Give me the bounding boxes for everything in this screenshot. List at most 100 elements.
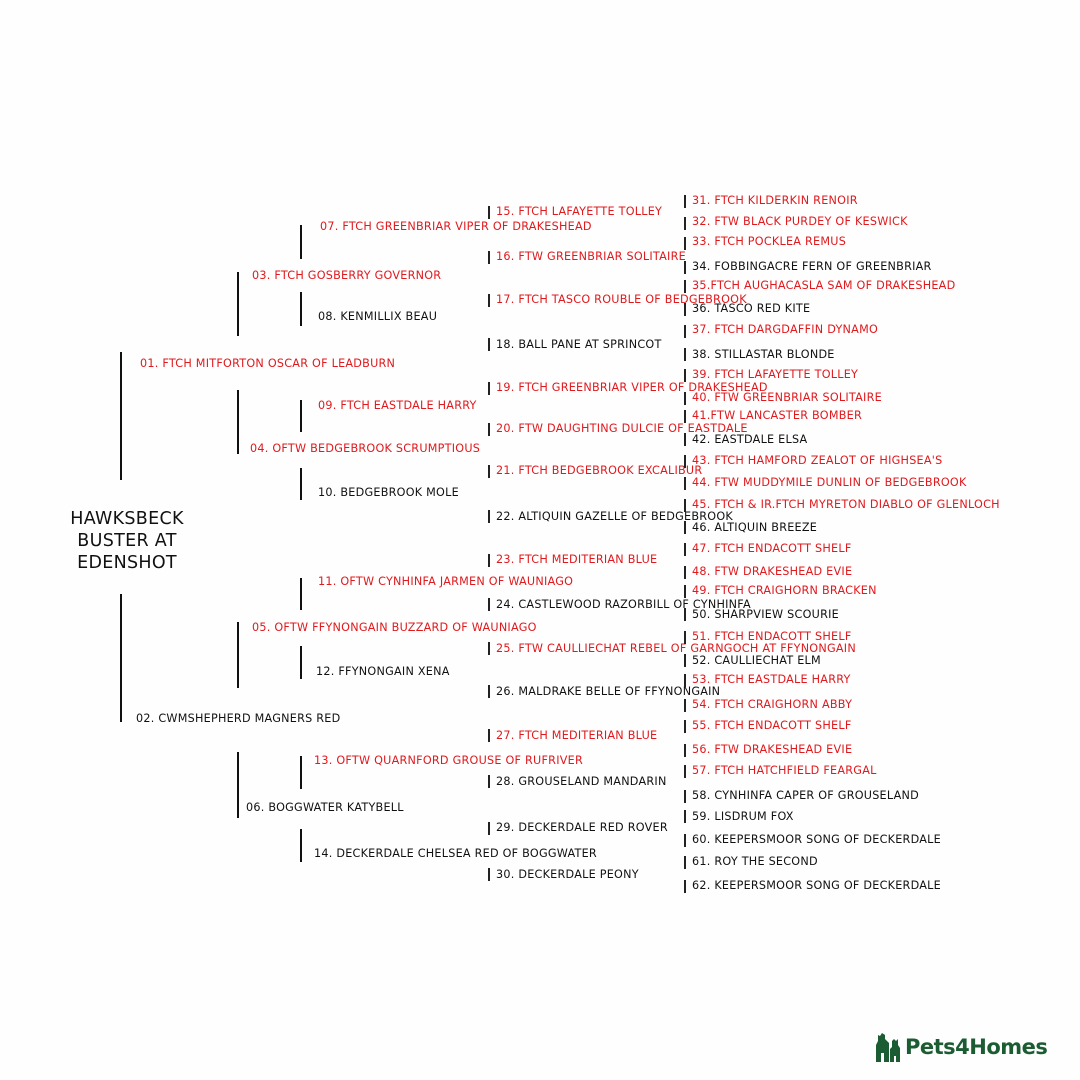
gen5-entry-37: 37. FTCH DARGDAFFIN DYNAMO bbox=[692, 323, 879, 336]
gen5-entry-39: 39. FTCH LAFAYETTE TOLLEY bbox=[692, 368, 859, 381]
bracket-line-g12 bbox=[300, 646, 302, 679]
gen5-entry-32: 32. FTW BLACK PURDEY OF KESWICK bbox=[692, 215, 908, 228]
tick-g28 bbox=[488, 775, 490, 788]
gen5-entry-40: 40. FTW GREENBRIAR SOLITAIRE bbox=[692, 391, 882, 404]
gen4-entry-26: 26. MALDRAKE BELLE OF FFYNONGAIN bbox=[496, 685, 721, 698]
gen5-entry-45: 45. FTCH & IR.FTCH MYRETON DIABLO OF GLE… bbox=[692, 498, 1000, 511]
tick-g47 bbox=[684, 543, 686, 556]
tick-g54 bbox=[684, 699, 686, 712]
tick-g36 bbox=[684, 303, 686, 316]
tick-g35 bbox=[684, 280, 686, 293]
bracket-line-dam bbox=[120, 594, 122, 722]
tick-g56 bbox=[684, 744, 686, 757]
gen5-entry-58: 58. CYNHINFA CAPER OF GROUSELAND bbox=[692, 789, 920, 802]
logo-text: Pets4Homes bbox=[905, 1035, 1048, 1059]
tick-g51 bbox=[684, 631, 686, 644]
bracket-line-g07 bbox=[300, 225, 302, 259]
gen4-entry-15: 15. FTCH LAFAYETTE TOLLEY bbox=[496, 205, 663, 218]
gen5-entry-55: 55. FTCH ENDACOTT SHELF bbox=[692, 719, 852, 732]
gen5-entry-59: 59. LISDRUM FOX bbox=[692, 810, 794, 823]
gen5-entry-48: 48. FTW DRAKESHEAD EVIE bbox=[692, 565, 853, 578]
bracket-line-g06 bbox=[237, 752, 239, 818]
tick-g40 bbox=[684, 392, 686, 405]
gen5-entry-31: 31. FTCH KILDERKIN RENOIR bbox=[692, 194, 858, 207]
tick-g42 bbox=[684, 433, 686, 446]
tick-g55 bbox=[684, 720, 686, 733]
gen5-entry-57: 57. FTCH HATCHFIELD FEARGAL bbox=[692, 764, 877, 777]
gen5-entry-53: 53. FTCH EASTDALE HARRY bbox=[692, 673, 851, 686]
gen5-entry-46: 46. ALTIQUIN BREEZE bbox=[692, 521, 818, 534]
gen5-entry-51: 51. FTCH ENDACOTT SHELF bbox=[692, 630, 852, 643]
bracket-line-g11 bbox=[300, 578, 302, 610]
gen5-entry-50: 50. SHARPVIEW SCOURIE bbox=[692, 608, 839, 621]
pets4homes-logo[interactable]: Pets4Homes bbox=[874, 1030, 1048, 1064]
tick-g59 bbox=[684, 810, 686, 823]
tick-g25 bbox=[488, 642, 490, 655]
gen5-entry-34: 34. FOBBINGACRE FERN OF GREENBRIAR bbox=[692, 260, 932, 273]
gen4-entry-16: 16. FTW GREENBRIAR SOLITAIRE bbox=[496, 250, 686, 263]
bracket-line-g10 bbox=[300, 468, 302, 500]
grandparent-04: 04. OFTW BEDGEBROOK SCRUMPTIOUS bbox=[250, 442, 481, 455]
gen4-entry-19: 19. FTCH GREENBRIAR VIPER OF DRAKESHEAD bbox=[496, 381, 768, 394]
tick-g22 bbox=[488, 510, 490, 523]
gen5-entry-61: 61. ROY THE SECOND bbox=[692, 855, 818, 868]
grandparent-03: 03. FTCH GOSBERRY GOVERNOR bbox=[252, 269, 442, 282]
gen5-entry-47: 47. FTCH ENDACOTT SHELF bbox=[692, 542, 852, 555]
tick-g60 bbox=[684, 834, 686, 847]
tick-g43 bbox=[684, 455, 686, 468]
gen5-entry-33: 33. FTCH POCKLEA REMUS bbox=[692, 235, 847, 248]
gen4-entry-20: 20. FTW DAUGHTING DULCIE OF EASTDALE bbox=[496, 422, 748, 435]
great-grandparent-10: 10. BEDGEBROOK MOLE bbox=[318, 486, 459, 499]
gen5-entry-38: 38. STILLASTAR BLONDE bbox=[692, 348, 835, 361]
tick-g29 bbox=[488, 822, 490, 835]
great-grandparent-13: 13. OFTW QUARNFORD GROUSE OF RUFRIVER bbox=[314, 754, 583, 767]
tick-g49 bbox=[684, 585, 686, 598]
bracket-line-g05 bbox=[237, 622, 239, 688]
tick-g57 bbox=[684, 765, 686, 778]
pedigree-root-name: HAWKSBECK BUSTER AT EDENSHOT bbox=[58, 508, 196, 574]
tick-g46 bbox=[684, 521, 686, 534]
gen5-entry-52: 52. CAULLIECHAT ELM bbox=[692, 654, 821, 667]
tick-g38 bbox=[684, 348, 686, 361]
grandparent-05: 05. OFTW FFYNONGAIN BUZZARD OF WAUNIAGO bbox=[252, 621, 537, 634]
great-grandparent-07: 07. FTCH GREENBRIAR VIPER OF DRAKESHEAD bbox=[320, 220, 592, 233]
gen5-entry-62: 62. KEEPERSMOOR SONG OF DECKERDALE bbox=[692, 879, 941, 892]
bracket-line-g04 bbox=[237, 390, 239, 454]
great-grandparent-09: 09. FTCH EASTDALE HARRY bbox=[318, 399, 477, 412]
tick-g44 bbox=[684, 477, 686, 490]
root-name-line-1: HAWKSBECK bbox=[70, 509, 184, 529]
tick-g27 bbox=[488, 729, 490, 742]
tick-g20 bbox=[488, 423, 490, 436]
tick-g19 bbox=[488, 382, 490, 395]
tick-g48 bbox=[684, 566, 686, 579]
tick-g15 bbox=[488, 206, 490, 219]
tick-g50 bbox=[684, 608, 686, 621]
great-grandparent-12: 12. FFYNONGAIN XENA bbox=[316, 665, 450, 678]
tick-g58 bbox=[684, 790, 686, 803]
tick-g23 bbox=[488, 554, 490, 567]
great-grandparent-14: 14. DECKERDALE CHELSEA RED OF BOGGWATER bbox=[314, 847, 597, 860]
gen4-entry-30: 30. DECKERDALE PEONY bbox=[496, 868, 639, 881]
gen4-entry-29: 29. DECKERDALE RED ROVER bbox=[496, 821, 668, 834]
bracket-line-g09 bbox=[300, 400, 302, 432]
tick-g62 bbox=[684, 880, 686, 893]
gen4-entry-28: 28. GROUSELAND MANDARIN bbox=[496, 775, 667, 788]
gen5-entry-43: 43. FTCH HAMFORD ZEALOT OF HIGHSEA'S bbox=[692, 454, 943, 467]
tick-g32 bbox=[684, 217, 686, 230]
root-name-line-2: BUSTER AT bbox=[77, 531, 177, 551]
gen4-entry-21: 21. FTCH BEDGEBROOK EXCALIBUR bbox=[496, 464, 703, 477]
great-grandparent-11: 11. OFTW CYNHINFA JARMEN OF WAUNIAGO bbox=[318, 575, 574, 588]
gen5-entry-56: 56. FTW DRAKESHEAD EVIE bbox=[692, 743, 853, 756]
tick-g33 bbox=[684, 237, 686, 250]
tick-g18 bbox=[488, 338, 490, 351]
root-name-line-3: EDENSHOT bbox=[77, 553, 177, 573]
tick-g61 bbox=[684, 856, 686, 869]
tick-g34 bbox=[684, 261, 686, 274]
parent-dam: 02. CWMSHEPHERD MAGNERS RED bbox=[136, 712, 341, 725]
tick-g16 bbox=[488, 251, 490, 264]
grandparent-06: 06. BOGGWATER KATYBELL bbox=[246, 801, 404, 814]
gen4-entry-18: 18. BALL PANE AT SPRINCOT bbox=[496, 338, 662, 351]
tick-g53 bbox=[684, 674, 686, 687]
gen5-entry-41: 41.FTW LANCASTER BOMBER bbox=[692, 409, 862, 422]
tick-g26 bbox=[488, 685, 490, 698]
